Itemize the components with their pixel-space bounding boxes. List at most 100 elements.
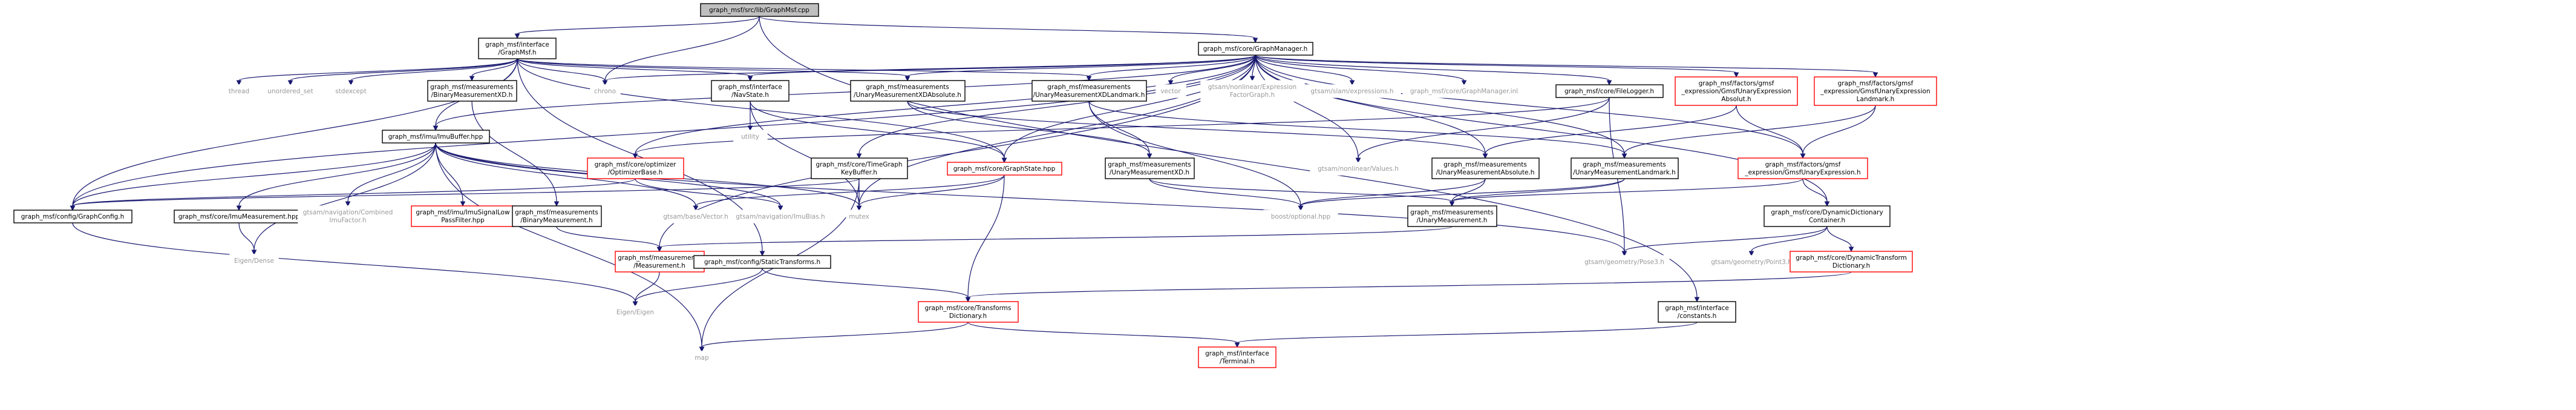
edge-line (435, 142, 1625, 252)
node-constants-h[interactable]: graph_msf/interface/constants.h (1658, 301, 1736, 323)
node-graphmanager-inl[interactable]: graph_msf/core/GraphManager.inl (1402, 84, 1526, 98)
edge-graphmanager-h-to-imubuffer-hpp (433, 55, 1256, 131)
node-label: gtsam/nonlinear/Values.h (1318, 165, 1399, 173)
node-unarymeasxdabs-h[interactable]: graph_msf/measurements/UnaryMeasurementX… (850, 80, 966, 102)
node-graphmsf-h[interactable]: graph_msf/interface/GraphMsf.h (478, 38, 557, 59)
node-dyntransformdict-h[interactable]: graph_msf/core/DynamicTransformDictionar… (1790, 251, 1913, 273)
node-chrono[interactable]: chrono (590, 84, 621, 98)
edge-line (750, 101, 860, 207)
edge-arrowhead (1800, 153, 1806, 159)
node-box (1675, 76, 1798, 106)
node-unarymeasabs-h[interactable]: graph_msf/measurements/UnaryMeasurementA… (1431, 157, 1540, 179)
node-utility[interactable]: utility (733, 130, 768, 144)
node-root[interactable]: graph_msf/src/lib/GraphMsf.cpp (700, 3, 819, 17)
edge-graphmanager-h-to-unarymeasxdabs-h (904, 55, 1256, 82)
edge-dyntransformdict-h-to-transformsdict-h (965, 271, 1852, 303)
node-label: /NavState.h (731, 91, 769, 99)
edge-graphstate-hpp-to-vector-h (693, 174, 1005, 211)
edge-navstate-h-to-graphstate-hpp (750, 101, 1007, 164)
node-label: graph_msf/imu/ImuBuffer.hpp (388, 133, 483, 141)
node-optimizerbase-h[interactable]: graph_msf/core/optimizer/OptimizerBase.h (587, 157, 684, 179)
edge-line (350, 58, 518, 81)
edge-arrowhead (1848, 246, 1854, 253)
edge-line (517, 58, 1005, 159)
node-navstate-h[interactable]: graph_msf/interface/NavState.h (711, 80, 789, 102)
node-label: chrono (594, 88, 616, 95)
node-imumeas-hpp[interactable]: graph_msf/core/ImuMeasurement.hpp (174, 210, 304, 223)
node-label: gtsam/navigation/Combined (303, 209, 393, 216)
node-terminal-h[interactable]: graph_msf/interface/Terminal.h (1198, 346, 1277, 368)
node-label: /UnaryMeasurementLandmark.h (1573, 169, 1676, 176)
node-graphmanager-h[interactable]: graph_msf/core/GraphManager.h (1198, 42, 1313, 56)
node-measurement-h[interactable]: graph_msf/measurements/Measurement.h (615, 251, 705, 273)
edge-arrowhead (433, 125, 439, 131)
node-box (1737, 157, 1868, 179)
node-imubias-h[interactable]: gtsam/navigation/ImuBias.h (728, 210, 833, 223)
node-gmsfunaryexpr-h[interactable]: graph_msf/factors/gmsf_expression/GmsfUn… (1737, 157, 1868, 179)
node-optional-hpp[interactable]: boost/optional.hpp (1263, 210, 1338, 223)
node-binmeasxd-h[interactable]: graph_msf/measurements/BinaryMeasurement… (427, 80, 517, 102)
edge-dyndictcontainer-h-to-dyntransformdict-h (1826, 226, 1854, 253)
node-box (1200, 80, 1305, 102)
edge-line (635, 268, 763, 302)
node-label: _expression/GmsfUnaryExpression.h (1744, 169, 1860, 176)
edge-imubuffer-hpp-to-eigen-dense (251, 142, 436, 256)
node-unordered-set[interactable]: unordered_set (262, 84, 319, 98)
node-binmeas-h[interactable]: graph_msf/measurements/BinaryMeasurement… (512, 205, 602, 227)
node-imubuffer-hpp[interactable]: graph_msf/imu/ImuBuffer.hpp (382, 130, 490, 144)
node-graphconfig-h[interactable]: graph_msf/config/GraphConfig.h (13, 210, 132, 223)
node-label: graph_msf/factors/gmsf (1765, 161, 1841, 168)
node-unarymeasxdlm-h[interactable]: graph_msf/measurements/UnaryMeasurementX… (1031, 80, 1147, 102)
edge-imubuffer-hpp-to-graphconfig-h (70, 142, 436, 211)
node-label: graph_msf/interface (485, 41, 549, 48)
edge-line (858, 55, 1256, 207)
edge-line (762, 268, 969, 298)
node-label: gtsam/slam/expressions.h (1310, 88, 1393, 95)
edge-line (72, 178, 636, 207)
node-label: Eigen/Eigen (616, 309, 654, 316)
node-box (615, 251, 705, 273)
node-box (610, 305, 660, 319)
node-pose3-h[interactable]: gtsam/geometry/Pose3.h (1580, 255, 1670, 269)
node-filelogger-h[interactable]: graph_msf/core/FileLogger.h (1555, 84, 1664, 98)
node-statictransforms-h[interactable]: graph_msf/config/StaticTransforms.h (693, 255, 831, 269)
edge-line (759, 16, 1256, 39)
node-label: graph_msf/measurements (430, 84, 514, 91)
node-eigen-eigen[interactable]: Eigen/Eigen (610, 305, 660, 319)
node-dyndictcontainer-h[interactable]: graph_msf/core/DynamicDictionaryContaine… (1764, 205, 1891, 227)
node-vector[interactable]: vector (1156, 84, 1186, 98)
node-graphstate-hpp[interactable]: graph_msf/core/GraphState.hpp (947, 162, 1062, 176)
node-gmsfunaryabs-h[interactable]: graph_msf/factors/gmsf_expression/GmsfUn… (1675, 76, 1798, 106)
node-label: /GraphMsf.h (498, 49, 536, 56)
edge-line (72, 178, 860, 207)
edge-arrowhead (1449, 201, 1455, 207)
edge-timegraphkeybuffer-h-to-graphconfig-h (70, 178, 860, 211)
edge-arrowhead (1355, 157, 1361, 164)
node-gmsfunarylm-h[interactable]: graph_msf/factors/gmsf_expression/GmsfUn… (1814, 76, 1937, 106)
node-eigen-dense[interactable]: Eigen/Dense (229, 254, 279, 268)
node-label: Dictionary.h (1832, 262, 1870, 269)
node-vector-h[interactable]: gtsam/base/Vector.h (656, 210, 735, 223)
node-label: graph_msf/core/DynamicTransform (1796, 254, 1907, 262)
edge-arrowhead (856, 205, 862, 211)
node-values-h[interactable]: gtsam/nonlinear/Values.h (1310, 162, 1407, 176)
node-thread[interactable]: thread (224, 84, 255, 98)
node-unarymeaslm-h[interactable]: graph_msf/measurements/UnaryMeasurementL… (1571, 157, 1679, 179)
edge-line (1149, 178, 1301, 207)
node-stdexcept[interactable]: stdexcept (330, 84, 372, 98)
edge-graphmsf-h-to-unordered-set (287, 58, 518, 86)
node-point3-h[interactable]: gtsam/geometry/Point3.h (1705, 255, 1799, 269)
edge-arrowhead (70, 205, 76, 211)
node-expressions-h[interactable]: gtsam/slam/expressions.h (1304, 84, 1401, 98)
node-unarymeas-h[interactable]: graph_msf/measurements/UnaryMeasurement.… (1407, 205, 1497, 227)
edge-line (1088, 101, 1625, 154)
edge-filelogger-h-to-values-h (1355, 97, 1610, 164)
node-map[interactable]: map (692, 351, 712, 365)
node-unarymeasxd-h[interactable]: graph_msf/measurements/UnaryMeasurementX… (1105, 157, 1195, 179)
node-mutex[interactable]: mutex (846, 210, 873, 223)
